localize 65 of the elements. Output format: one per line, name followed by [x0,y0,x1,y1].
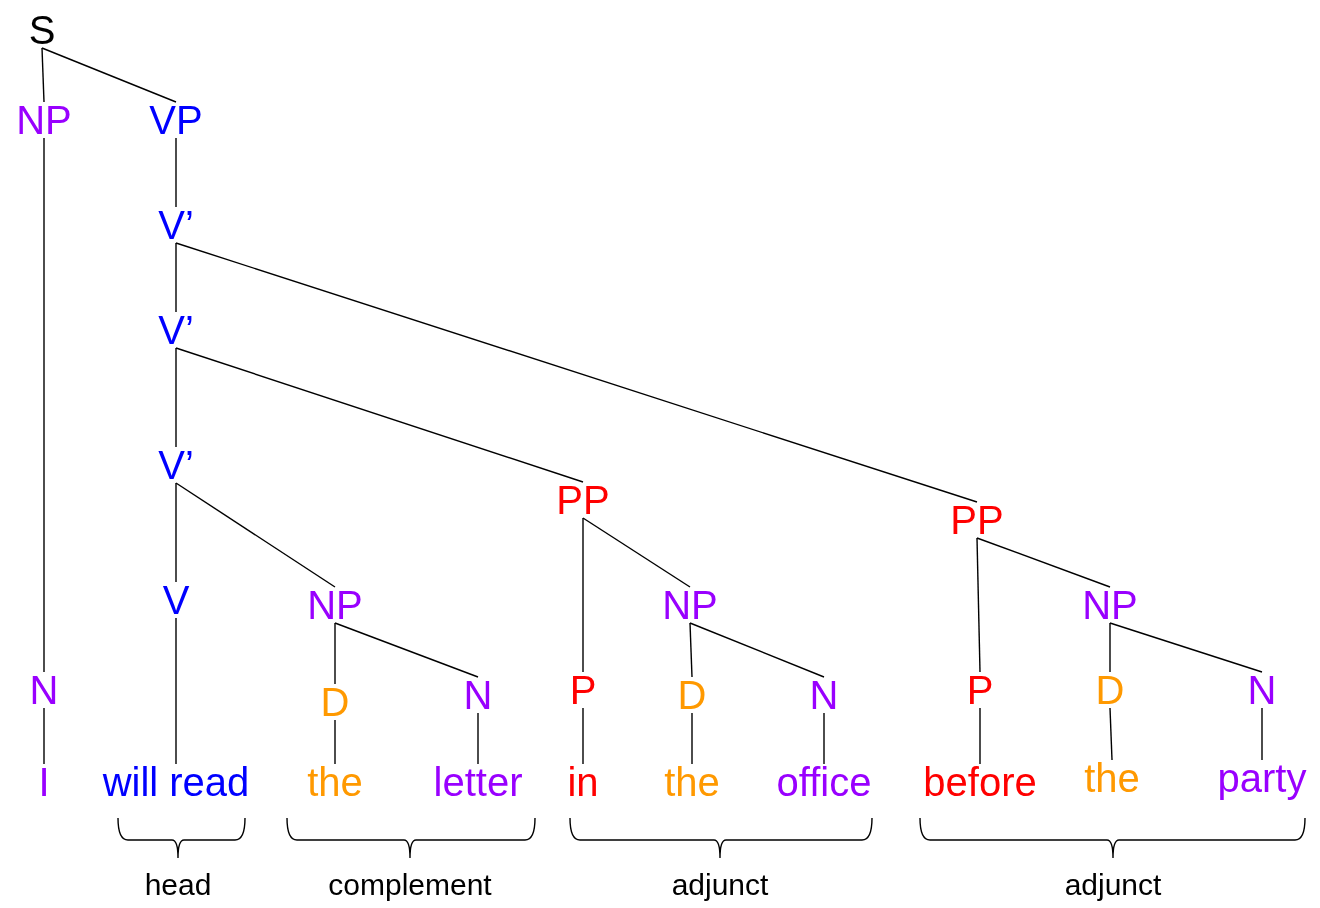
tree-label: D [677,674,707,716]
tree-branch [175,137,177,208]
tree-branch [689,622,825,678]
tree-branch [1109,707,1113,761]
constituent-label: complement [328,868,492,901]
tree-label: V’ [158,309,194,351]
tree-label: P [569,669,597,711]
tree-branch [175,347,584,483]
tree-branch [334,622,336,685]
tree-branch [175,482,177,583]
tree-label: PP [556,479,610,521]
constituent-label: head [144,868,212,901]
tree-label: NP [307,584,363,626]
tree-label: PP [950,499,1004,541]
tree-branch [43,137,45,673]
constituent-label: adjunct [1064,868,1162,901]
tree-label: N [1247,669,1277,711]
tree-label: D [1095,669,1125,711]
tree-branch [334,719,336,765]
tree-branch [1109,622,1263,673]
tree-branch [1109,622,1111,673]
tree-branch [175,242,177,313]
tree-label: V [162,579,190,621]
tree-branch [976,537,981,673]
tree-label: party [1217,757,1307,799]
tree-branch [175,482,336,588]
tree-branch [823,712,825,765]
tree-label: V’ [158,444,194,486]
tree-branch [691,712,693,765]
tree-branch [41,47,45,103]
tree-label: N [809,674,839,716]
constituent-label: adjunct [671,868,769,901]
tree-label: S [28,9,56,51]
tree-label: N [463,674,493,716]
tree-label: D [320,681,350,723]
tree-branch [976,537,1111,588]
tree-branch [477,712,479,765]
tree-branch [689,622,693,678]
tree-label: before [923,761,1037,803]
tree-label: NP [16,99,72,141]
tree-label: in [567,761,599,803]
tree-branch [979,707,981,765]
tree-label: V’ [158,204,194,246]
tree-branch [43,707,45,765]
tree-branch [175,242,978,503]
tree-label: office [776,761,872,803]
tree-label: will read [102,761,250,803]
tree-branch [582,517,584,673]
tree-branch [41,47,177,103]
tree-branch [1261,707,1263,761]
tree-label: letter [433,761,523,803]
tree-label: the [1084,757,1140,799]
tree-branch [175,347,177,448]
tree-branch [175,617,177,765]
tree-label: NP [1082,584,1138,626]
tree-label: P [966,669,994,711]
tree-label: NP [662,584,718,626]
tree-label: VP [149,99,203,141]
tree-branch [334,622,479,678]
tree-label: N [29,669,59,711]
tree-branch [582,517,691,588]
tree-branch [582,707,584,765]
tree-label: the [307,761,363,803]
tree-label: the [664,761,720,803]
tree-label: I [38,761,50,803]
